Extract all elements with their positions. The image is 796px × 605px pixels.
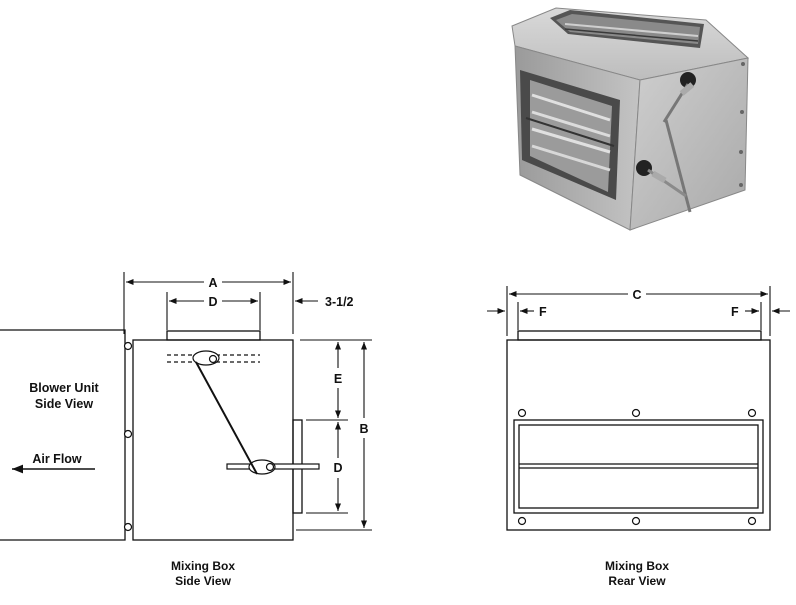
dimension-f-left-label: F [539, 305, 547, 319]
dimension-b-label: B [359, 422, 368, 436]
dimension-f-right [745, 302, 790, 330]
dimension-c [506, 286, 771, 336]
offset-label: 3-1/2 [325, 295, 354, 309]
rear-view-box [506, 330, 771, 531]
blower-unit-label-line2: Side View [35, 397, 93, 411]
blower-unit-bolts [123, 341, 133, 532]
dimension-a [123, 272, 294, 334]
side-view-caption: Mixing Box Side View [153, 559, 253, 589]
rear-view-bolts [517, 408, 757, 526]
rear-view-caption: Mixing Box Rear View [587, 559, 687, 589]
dimension-a-label: A [208, 276, 217, 290]
blower-unit-label-line1: Blower Unit [29, 381, 99, 395]
side-view-caption-line2: Side View [175, 574, 231, 588]
rear-view-caption-line2: Rear View [608, 574, 666, 588]
mixing-box-photo [511, 7, 750, 231]
dimension-f-left [487, 302, 534, 330]
dimension-d-side-label: D [333, 461, 342, 475]
dimension-vertical-extensions [296, 339, 372, 531]
side-view-damper-linkage [167, 350, 320, 475]
rear-view-caption-line1: Mixing Box [604, 559, 669, 573]
dimension-f-right-label: F [731, 305, 739, 319]
air-flow-label: Air Flow [32, 452, 82, 466]
dimension-e-label: E [334, 372, 342, 386]
side-view-caption-line1: Mixing Box [170, 559, 235, 573]
blower-unit-outline [0, 329, 126, 541]
dimension-c-label: C [632, 288, 641, 302]
dimension-d-top-label: D [208, 295, 217, 309]
dimension-d-top [166, 292, 261, 330]
